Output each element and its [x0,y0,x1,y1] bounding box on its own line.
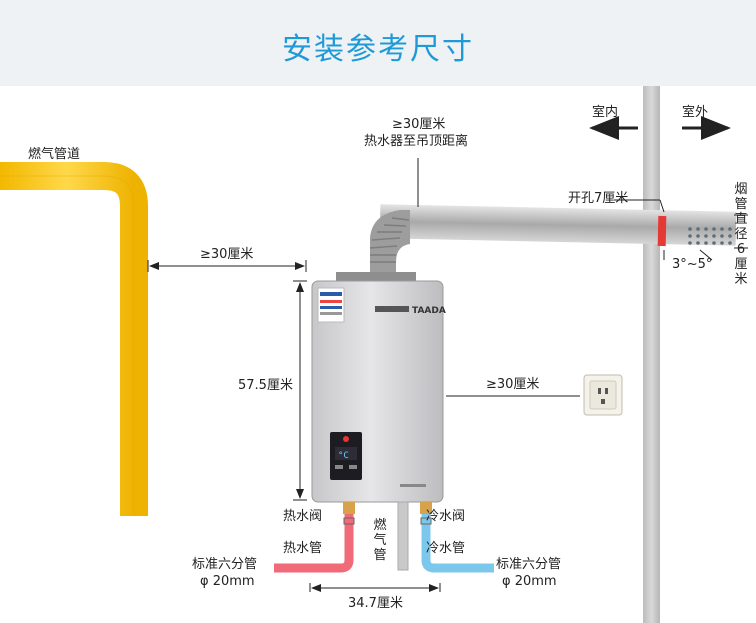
gas-pipe-label: 燃气管道 [28,146,80,162]
page-title: 安装参考尺寸 [282,32,474,67]
gas-pipe-vertical-label: 燃气管 [373,518,387,563]
flue-pipe [366,204,737,282]
wall [643,86,660,623]
outdoor-label: 室外 [682,104,708,120]
std-pipe-left-label: 标准六分管 [192,557,257,572]
top-clearance-label: ≥30厘米 [392,117,445,132]
power-socket [583,374,623,416]
brand-logo: TAADA [412,306,446,316]
std-pipe-right-label: 标准六分管 [496,557,561,572]
hot-pipe-label: 热水管 [283,541,322,556]
hole-label: 开孔7厘米 [568,191,628,206]
hot-water-pipe [274,514,354,573]
indoor-label: 室内 [592,104,618,120]
slope-label: 3°~5° [672,257,712,272]
dia-right-label: φ 20mm [502,574,557,589]
height-label: 57.5厘米 [238,378,293,393]
right-clearance-label: ≥30厘米 [486,377,539,392]
hot-valve-label: 热水阀 [283,509,322,524]
cold-water-pipe [421,514,494,573]
dimension-lines [147,158,748,592]
svg-text:°C: °C [338,451,349,461]
width-label: 34.7厘米 [348,596,403,611]
top-clearance-desc: 热水器至吊顶距离 [364,133,468,149]
cold-pipe-label: 冷水管 [426,541,465,556]
cold-valve-label: 冷水阀 [426,509,465,524]
gas-pipe [0,162,148,516]
header-band [0,0,756,86]
dia-left-label: φ 20mm [200,574,255,589]
flue-diameter-label: 烟管直径6厘米 [734,182,748,287]
water-heater: TAADA °C [311,272,446,503]
left-clearance-label: ≥30厘米 [200,247,253,262]
